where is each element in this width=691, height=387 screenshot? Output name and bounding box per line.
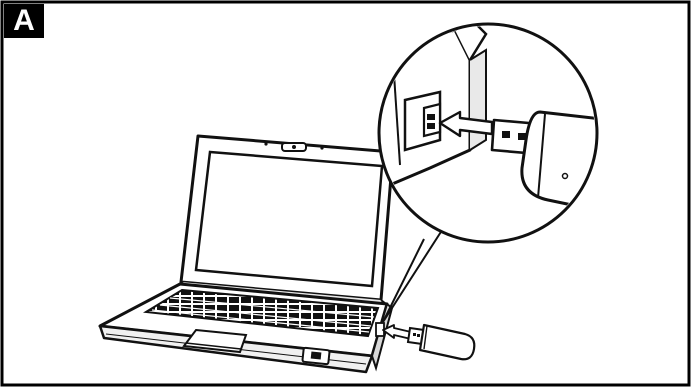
laptop-screen — [196, 152, 382, 286]
zoom-callout — [378, 18, 620, 322]
usb-adapter-small — [383, 325, 474, 359]
laptop — [100, 136, 393, 372]
panel-label: A — [4, 4, 44, 38]
callout-leader — [383, 224, 446, 322]
